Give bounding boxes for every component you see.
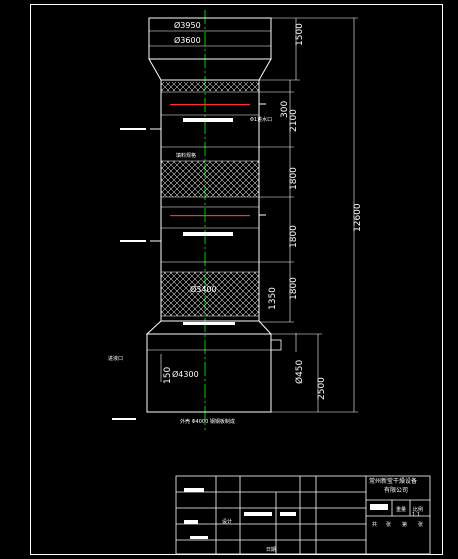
tb-page-suffix: 张 [418, 521, 423, 528]
dim-body: Ø3400 [190, 284, 217, 294]
tb-company-line2: 有限公司 [384, 486, 408, 494]
packing-strip-top [161, 82, 259, 91]
spray-bars [170, 104, 250, 325]
title-block-bars [184, 488, 388, 539]
dim-spacing-1: 300 [280, 101, 290, 118]
vertical-dim-text: 1500 300 2100 1800 1800 1800 1350 150 Ø4… [163, 23, 363, 400]
dim-section-5: 1350 [268, 287, 278, 310]
drawing-frame [30, 4, 443, 555]
tb-design: 设计 [222, 518, 232, 525]
tb-scale: 比例 [413, 506, 423, 513]
dim-bottom: Ø4300 [172, 369, 199, 379]
packing-bed-upper [161, 161, 259, 197]
top-cylinder [148, 17, 272, 81]
dim-section-4: 1800 [289, 277, 299, 300]
tb-weight: 重量 [396, 506, 406, 513]
dim-bottom-height: 2500 [317, 377, 327, 400]
tb-page-word: 第 [402, 521, 407, 528]
dim-top-inner: Ø3600 [174, 35, 201, 45]
label-packing: 填料规格 [176, 152, 196, 159]
bottom-section [145, 320, 282, 413]
dim-section-3: 1800 [289, 225, 299, 248]
label-base-note: 外壳 Φ4000 钢钢板制成 [180, 418, 235, 425]
nozzle-stubs [150, 103, 266, 242]
tb-scale-value: 1:1 [412, 512, 420, 518]
dim-top-cone: 1500 [295, 23, 305, 46]
title-block [175, 475, 431, 555]
dim-total-height: 12600 [353, 203, 363, 232]
tb-sheet-word: 张 [386, 521, 391, 528]
dim-top-outer: Ø3950 [174, 20, 201, 30]
tb-company-line1: 常州新莹干燥设备 [369, 477, 417, 485]
tb-total: 共 [372, 521, 377, 528]
dim-nozzle-diameter: Ø450 [294, 359, 305, 384]
label-nozzle-top: Φ1进水口 [250, 116, 272, 123]
label-inlet: 进液口 [108, 355, 123, 362]
dim-bottom-nozzle: 150 [163, 367, 173, 384]
dim-section-1: 2100 [289, 109, 299, 132]
tb-date: 日期 [266, 547, 276, 553]
dimension-lines [160, 17, 358, 413]
leader-markers [112, 128, 146, 420]
dim-section-2: 1800 [289, 167, 299, 190]
packing-bed-lower [161, 272, 259, 316]
